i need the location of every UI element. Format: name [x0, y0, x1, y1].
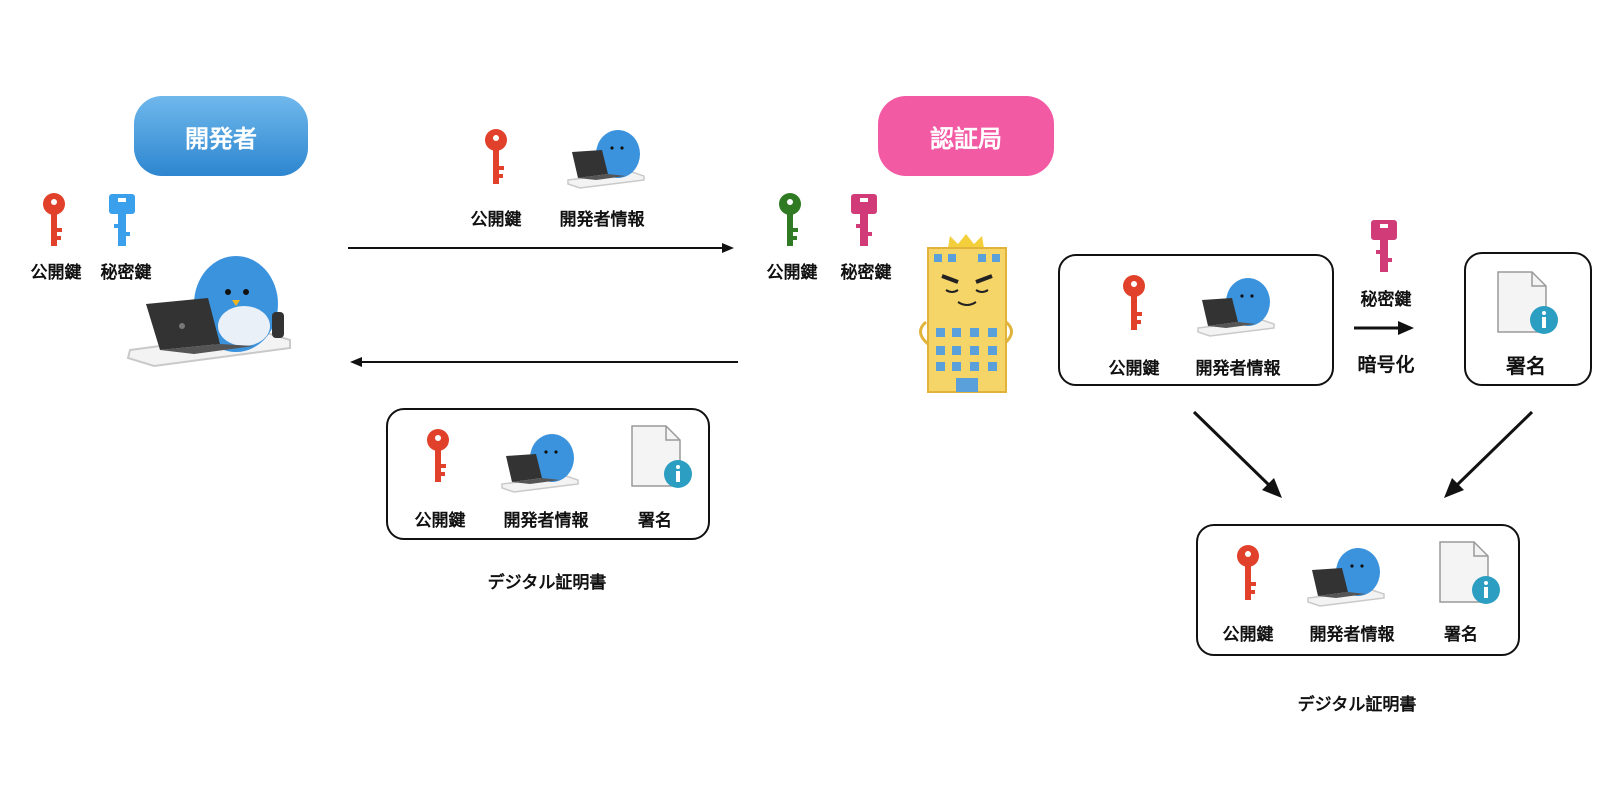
certificate-public-key-label: 公開鍵	[414, 511, 466, 531]
developer-private-key-icon	[109, 194, 135, 246]
issued-signature-icon	[1439, 541, 1500, 604]
return-arrow	[350, 357, 738, 367]
signature-label: 署名	[1506, 354, 1546, 378]
issued-developer-info-icon	[1307, 548, 1385, 607]
issued-certificate-caption: デジタル証明書	[1297, 695, 1417, 715]
issued-developer-info-label: 開発者情報	[1309, 625, 1395, 645]
developer-title: 開発者	[134, 96, 308, 176]
certificate-developer-info-icon	[501, 434, 579, 493]
developer-public-key-label: 公開鍵	[30, 263, 82, 283]
ca-input-public-key-icon	[1123, 275, 1145, 330]
combine-arrow-right	[1444, 410, 1534, 498]
signature-icon	[1497, 271, 1558, 334]
ca-private-key-icon	[851, 194, 877, 246]
sent-developer-info-icon	[567, 130, 645, 189]
ca-input-developer-info-icon	[1197, 278, 1275, 337]
sent-developer-info-label: 開発者情報	[559, 210, 645, 230]
ca-building-icon	[919, 234, 1013, 393]
ca-input-public-key-label: 公開鍵	[1108, 359, 1160, 379]
sent-public-key-label: 公開鍵	[470, 210, 522, 230]
ca-input-developer-info-label: 開発者情報	[1195, 359, 1281, 379]
developer-penguin-icon	[126, 256, 291, 368]
encrypt-private-key-label: 秘密鍵	[1360, 290, 1412, 310]
certificate-public-key-icon	[427, 429, 449, 482]
issued-public-key-icon	[1237, 545, 1259, 600]
encrypt-arrow	[1354, 321, 1414, 335]
developer-private-key-label: 秘密鍵	[100, 263, 152, 283]
issued-signature-label: 署名	[1444, 625, 1478, 645]
ca-title: 認証局	[878, 96, 1054, 176]
request-arrow	[348, 243, 734, 253]
certificate-signature-label: 署名	[638, 511, 672, 531]
encrypt-private-key-icon	[1371, 220, 1397, 272]
certificate-developer-info-label: 開発者情報	[503, 511, 589, 531]
issued-public-key-label: 公開鍵	[1222, 625, 1274, 645]
ca-public-key-label: 公開鍵	[766, 263, 818, 283]
developer-public-key-icon	[43, 193, 65, 246]
ca-public-key-icon	[779, 193, 801, 246]
ca-input-box	[1058, 254, 1334, 386]
sent-public-key-icon	[485, 129, 507, 184]
certificate-signature-icon	[631, 425, 692, 488]
encrypt-label: 暗号化	[1357, 354, 1415, 376]
returned-certificate-caption: デジタル証明書	[487, 573, 607, 593]
combine-arrow-left	[1192, 410, 1282, 498]
ca-private-key-label: 秘密鍵	[840, 263, 892, 283]
